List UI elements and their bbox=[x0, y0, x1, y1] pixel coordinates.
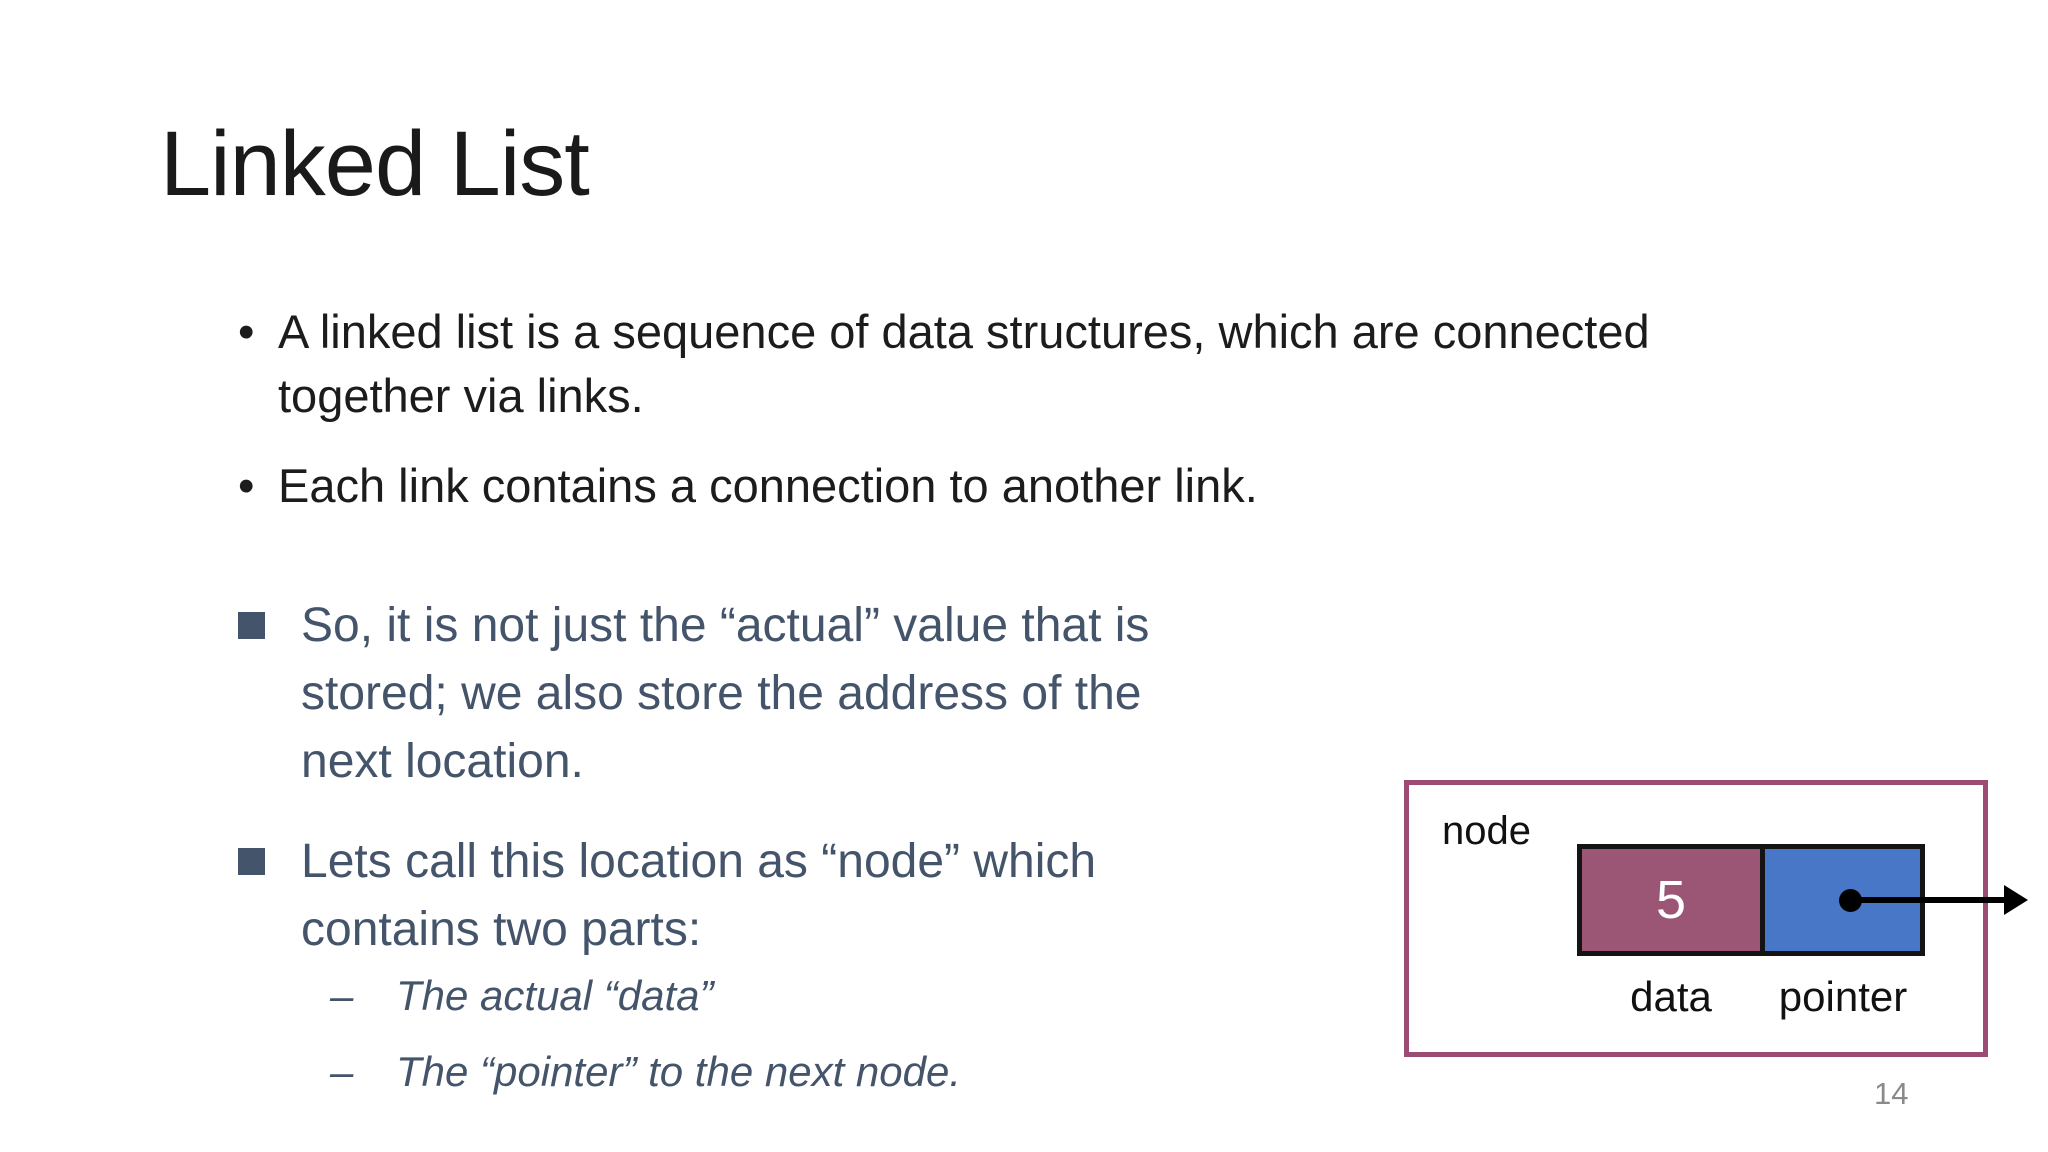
sub-bullet-text: The “pointer” to the next node. bbox=[396, 1048, 962, 1095]
data-value: 5 bbox=[1655, 870, 1687, 930]
list-item: So, it is not just the “actual” value th… bbox=[238, 592, 1149, 796]
bullet-text-line: together via links. bbox=[278, 369, 644, 422]
data-cell: 5 bbox=[1577, 844, 1765, 956]
detail-bullet-list: So, it is not just the “actual” value th… bbox=[238, 592, 1149, 996]
pointer-arrow-line bbox=[1850, 897, 2006, 903]
bullet-text-line: stored; we also store the address of the bbox=[301, 667, 1142, 720]
page-number: 14 bbox=[1874, 1076, 1909, 1111]
node-label: node bbox=[1442, 809, 1531, 853]
pointer-caption: pointer bbox=[1778, 973, 1908, 1020]
list-item: • A linked list is a sequence of data st… bbox=[238, 300, 1650, 428]
pointer-arrow-head-icon bbox=[2004, 885, 2028, 915]
intro-bullet-list: • A linked list is a sequence of data st… bbox=[238, 300, 1650, 544]
bullet-text-line: Lets call this location as “node” which bbox=[301, 835, 1097, 888]
bullet-text-line: So, it is not just the “actual” value th… bbox=[301, 599, 1150, 652]
sub-bullet-list: – The actual “data” – The “pointer” to t… bbox=[330, 966, 961, 1118]
bullet-dot-icon: • bbox=[238, 459, 255, 512]
bullet-dot-icon: • bbox=[238, 305, 255, 358]
bullet-text-line: next location. bbox=[301, 735, 584, 788]
dash-bullet-icon: – bbox=[330, 1048, 354, 1095]
square-bullet-icon bbox=[238, 612, 265, 639]
square-bullet-icon bbox=[238, 848, 265, 875]
list-item: Lets call this location as “node” which … bbox=[238, 828, 1149, 964]
page-title: Linked List bbox=[160, 113, 590, 215]
list-item: • Each link contains a connection to ano… bbox=[238, 454, 1650, 518]
sub-bullet-text: The actual “data” bbox=[396, 972, 714, 1019]
list-item: – The actual “data” bbox=[330, 966, 961, 1026]
dash-bullet-icon: – bbox=[330, 972, 354, 1019]
node-diagram: node 5 data pointer bbox=[1404, 780, 2028, 1057]
bullet-text-line: Each link contains a connection to anoth… bbox=[278, 459, 1258, 512]
list-item: – The “pointer” to the next node. bbox=[330, 1042, 961, 1102]
bullet-text-line: contains two parts: bbox=[301, 903, 702, 956]
data-caption: data bbox=[1630, 973, 1712, 1020]
bullet-text-line: A linked list is a sequence of data stru… bbox=[278, 305, 1650, 358]
